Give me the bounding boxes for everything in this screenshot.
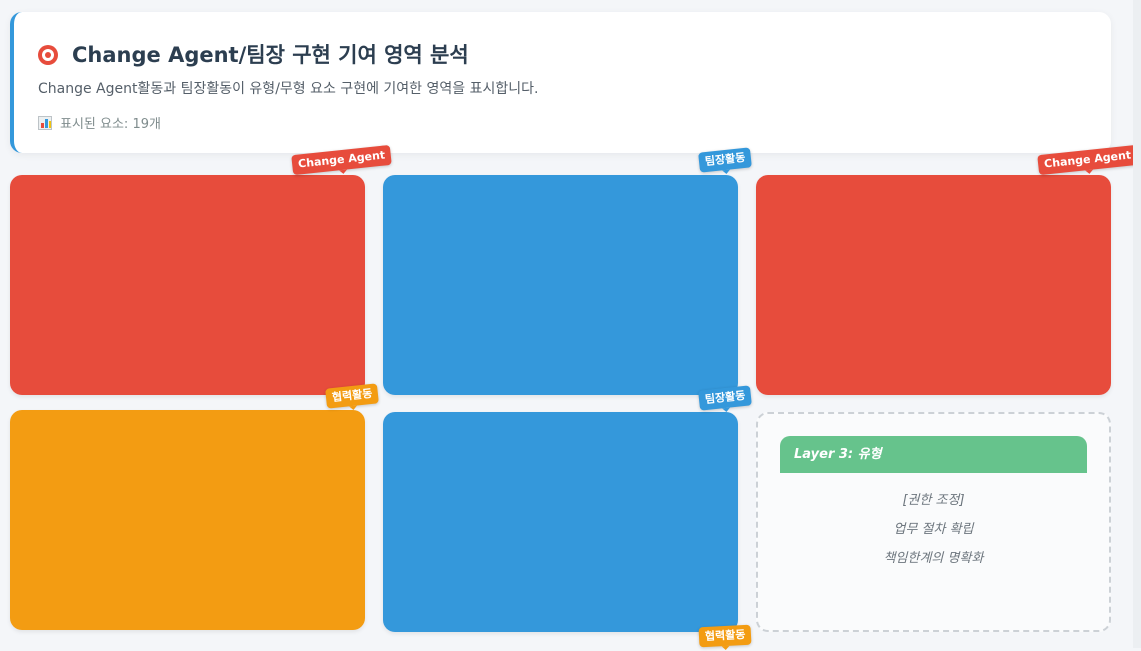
tile-badge-team-leader: 팀장활동 [698, 385, 753, 411]
layer-card[interactable]: Layer 3: 유형 [권한 조정] 업무 절차 확립 책임한계의 명확화 [756, 412, 1111, 632]
element-count-label: 표시된 요소: 19개 [60, 117, 161, 132]
page-title: Change Agent/팀장 구현 기여 영역 분석 [72, 43, 469, 67]
target-icon [38, 43, 60, 65]
contribution-tile-4[interactable] [10, 410, 365, 630]
contribution-tile-5[interactable] [383, 412, 738, 632]
layer-item: 업무 절차 확립 [893, 522, 974, 537]
title-row: Change Agent/팀장 구현 기여 영역 분석 [38, 39, 469, 69]
contribution-tile-3[interactable] [756, 175, 1111, 395]
vertical-scrollbar[interactable] [1133, 0, 1141, 648]
contribution-tile-1[interactable] [10, 175, 365, 395]
contribution-tile-2[interactable] [383, 175, 738, 395]
layer-item: [권한 조정] [902, 493, 965, 508]
tile-badge-team-leader: 팀장활동 [698, 147, 753, 173]
element-count: 표시된 요소: 19개 [38, 113, 161, 132]
page-description: Change Agent활동과 팀장활동이 유형/무형 요소 구현에 기여한 영… [38, 81, 539, 97]
layer-card-items: [권한 조정] 업무 절차 확립 책임한계의 명확화 [758, 486, 1109, 573]
header-card: Change Agent/팀장 구현 기여 영역 분석 Change Agent… [10, 12, 1111, 153]
tile-badge-collaboration: 협력활동 [325, 383, 380, 409]
layer-card-title: Layer 3: 유형 [780, 436, 1087, 473]
tile-badge-collaboration: 협력활동 [698, 624, 752, 648]
bar-chart-icon [38, 115, 52, 130]
layer-item: 책임한계의 명확화 [883, 551, 984, 566]
